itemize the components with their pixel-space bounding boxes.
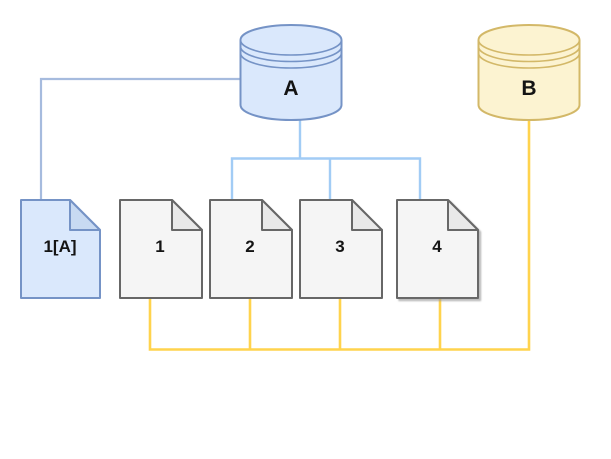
- database-b-label: B: [521, 77, 536, 100]
- document-4-label: 4: [432, 237, 442, 256]
- document-1a-folded-corner-icon: [69, 199, 101, 231]
- document-2-folded-corner-icon: [261, 199, 293, 231]
- document-2: 2: [209, 199, 293, 299]
- connector-b-to-docs: [148, 120, 531, 351]
- document-4-folded-corner-icon: [447, 199, 479, 231]
- database-a: A: [239, 24, 343, 121]
- database-b-cylinder-icon: [477, 24, 581, 121]
- document-1-label: 1: [155, 237, 164, 256]
- document-1a-label: 1[A]: [43, 237, 76, 256]
- document-3: 3: [299, 199, 383, 299]
- database-a-cylinder-icon: [239, 24, 343, 121]
- database-a-label: A: [283, 77, 298, 100]
- connector-a-to-doc1a: [39, 77, 241, 199]
- document-1a: 1[A]: [20, 199, 101, 299]
- document-2-label: 2: [245, 237, 254, 256]
- database-b-rings-icon: [477, 39, 581, 69]
- document-1-folded-corner-icon: [171, 199, 203, 231]
- document-3-label: 3: [335, 237, 344, 256]
- database-a-rings-icon: [239, 39, 343, 69]
- document-1: 1: [119, 199, 203, 299]
- document-4: 4: [396, 199, 479, 299]
- connector-a-to-docs: [230, 120, 422, 199]
- database-b: B: [477, 24, 581, 121]
- document-3-folded-corner-icon: [351, 199, 383, 231]
